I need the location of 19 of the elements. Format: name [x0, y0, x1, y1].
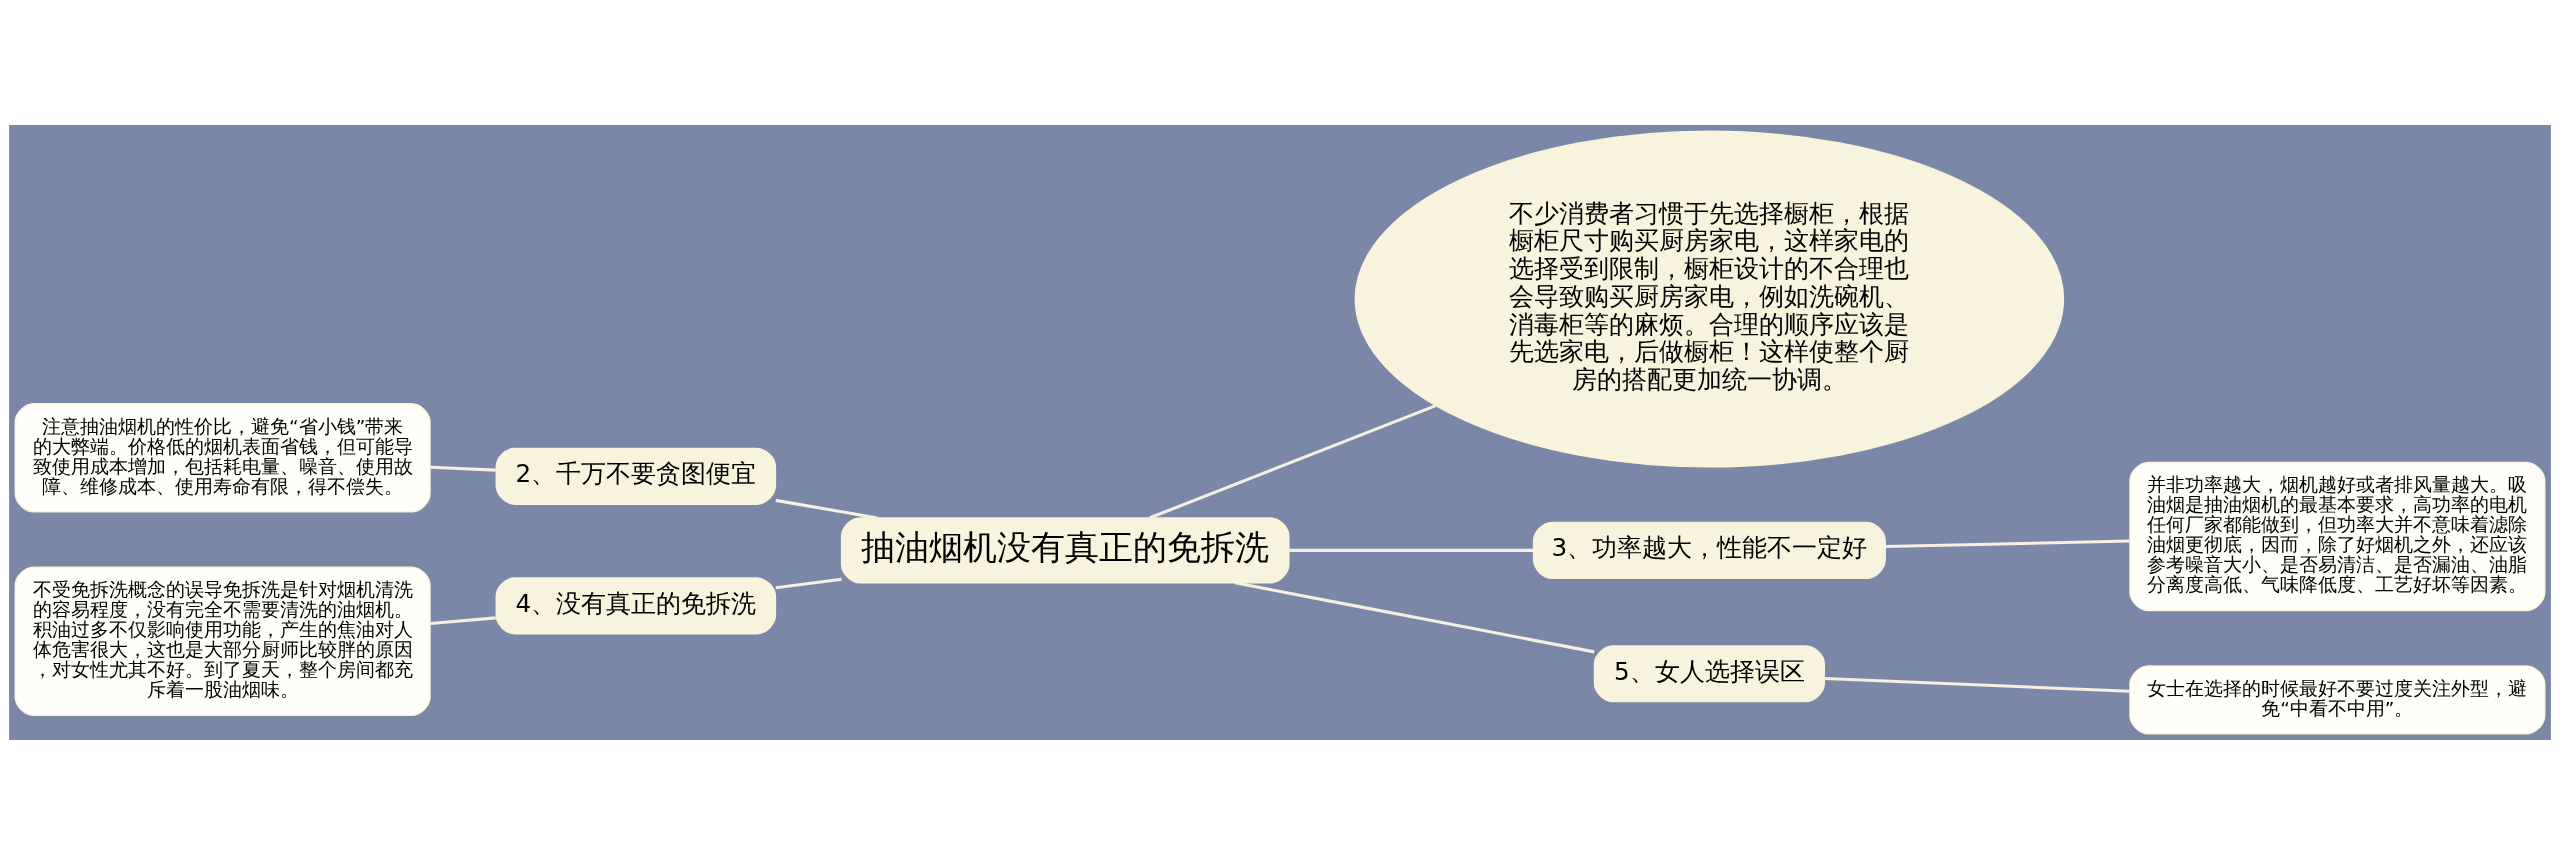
connector	[1885, 539, 2130, 549]
node-box: 注意抽油烟机的性价比，避免“省小钱”带来的大弊端。价格低的烟机表面省钱，但可能导致使用成本增加，包括耗电量、噪音、使用故障、维修成本、使用寿命有限，得不偿失。	[14, 403, 431, 513]
connector	[1234, 581, 1595, 654]
connector	[775, 577, 842, 590]
node-box: 4、没有真正的免拆洗	[495, 577, 777, 635]
node-box: 抽油烟机没有真正的免拆洗	[840, 517, 1290, 584]
connector	[1824, 676, 2130, 693]
connector	[775, 498, 878, 520]
node-ellipse: 不少消费者习惯于先选择橱柜，根据橱柜尺寸购买厨房家电，这样家电的选择受到限制，橱柜设计的不合理也会导致购买厨房家电，例如洗碗机、消毒柜等的麻烦。合理的顺序应该是先选家电，后做橱柜！这样使整个厨房的搭配更加统一协调。	[1354, 130, 2065, 468]
node-box: 并非功率越大，烟机越好或者排风量越大。吸油烟是抽油烟机的最基本要求，高功率的电机任何厂家都能做到，但功率大并不意味着滤除油烟更彻底，因而，除了好烟机之外，还应该参考噪音大小、是否易清洁、是否漏油、油脂分离度高低、气味降低度、工艺好坏等因素。	[2129, 461, 2546, 612]
connector	[430, 616, 496, 626]
node-box: 3、功率越大，性能不一定好	[1532, 521, 1886, 579]
node-box: 不受免拆洗概念的误导免拆洗是针对烟机清洗的容易程度，没有完全不需要清洗的油烟机。积油过多不仅影响使用功能，产生的焦油对人体危害很大，这也是大部分厨师比较胖的原因，对女性尤其不好。到了夏天，整个房间都充斥着一股油烟味。	[14, 566, 431, 717]
connector	[1149, 404, 1436, 520]
node-box: 5、女人选择误区	[1593, 645, 1825, 703]
connector	[430, 465, 496, 472]
node-box: 2、千万不要贪图便宜	[495, 447, 777, 505]
connector	[1289, 548, 1534, 552]
node-box: 女士在选择的时候最好不要过度关注外型，避免“中看不中用”。	[2129, 665, 2546, 735]
